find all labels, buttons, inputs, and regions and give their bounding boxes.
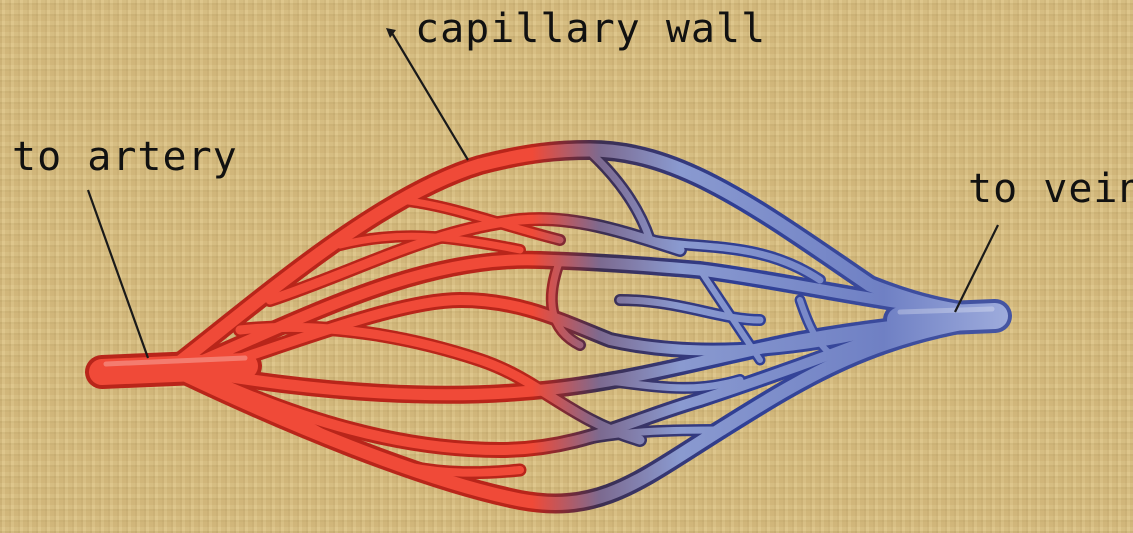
- vein-pointer: [955, 225, 998, 312]
- capillary-wall-pointer: [392, 33, 468, 160]
- to-vein-label: to vein: [968, 166, 1133, 212]
- capillary-wall-label: capillary wall: [415, 6, 766, 52]
- to-artery-label: to artery: [12, 134, 238, 180]
- artery-pointer: [88, 190, 148, 358]
